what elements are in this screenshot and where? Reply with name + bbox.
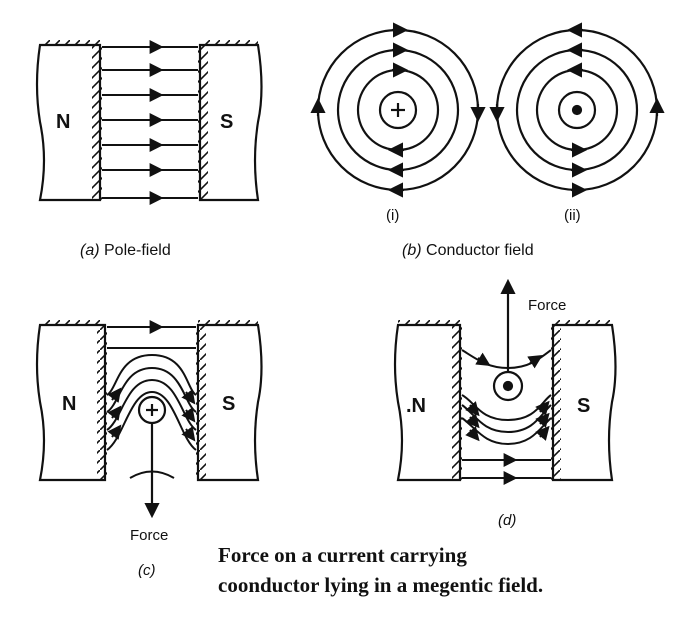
panel-d-north-label: .N — [406, 395, 426, 417]
panel-c-resultant-field — [35, 320, 263, 519]
south-pole-block — [198, 43, 263, 202]
panel-d-south-label: S — [577, 395, 590, 417]
panel-c-north-label: N — [62, 393, 76, 415]
panel-b-sub-ii-label: (ii) — [564, 207, 581, 224]
panel-b-sub-i-label: (i) — [386, 207, 399, 224]
panel-c-force-label: Force — [130, 527, 168, 544]
distorted-field-lines — [106, 320, 197, 479]
distorted-field-lines — [461, 349, 552, 485]
panel-b-conductor-field-ii — [489, 22, 665, 198]
pole-field-lines — [102, 40, 198, 205]
south-pole-block — [551, 323, 617, 482]
panel-d-force-label: Force — [528, 297, 566, 314]
north-pole-block — [35, 323, 107, 482]
figure-caption-line-2: coonductor lying in a megentic field. — [218, 573, 543, 597]
panel-d-caption: (d) — [498, 512, 516, 529]
panel-b-caption: (b) Conductor field — [402, 242, 534, 259]
panel-a-pole-field — [35, 40, 263, 205]
panel-c-south-label: S — [222, 393, 235, 415]
north-pole-block — [393, 323, 462, 482]
panel-a-south-label: S — [220, 111, 233, 133]
south-pole-block — [196, 323, 263, 482]
panel-a-caption: (a) Pole-field — [80, 242, 171, 259]
panel-a-north-label: N — [56, 111, 70, 133]
current-out-of-page-dot — [571, 104, 583, 116]
panel-d-resultant-field — [393, 278, 617, 485]
panel-b-conductor-field-i — [310, 22, 486, 198]
north-pole-block — [35, 43, 102, 202]
panel-c-caption: (c) — [138, 562, 156, 579]
figure-caption-line-1: Force on a current carrying — [218, 543, 467, 567]
